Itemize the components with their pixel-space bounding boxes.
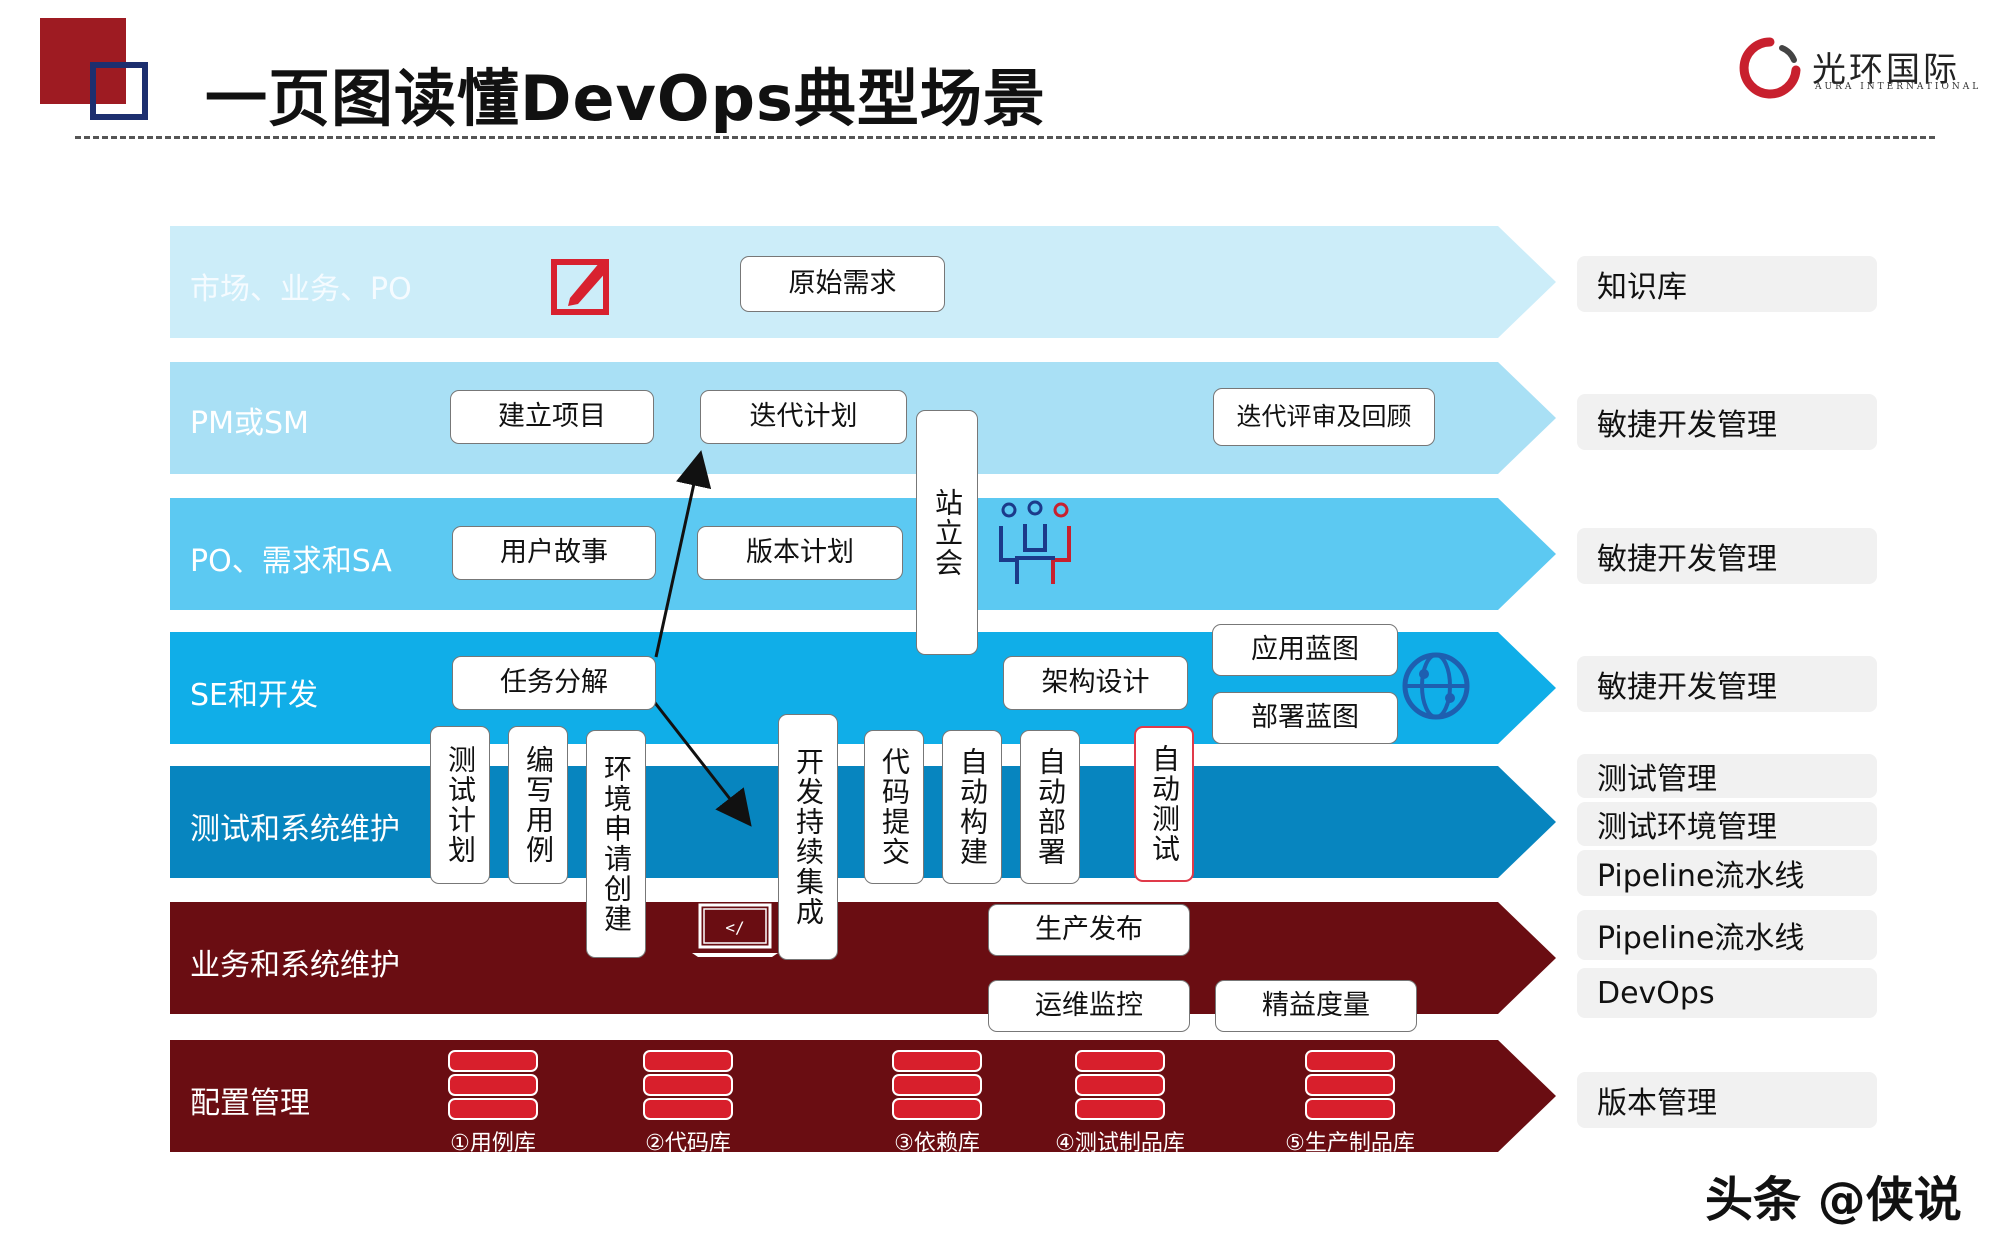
side-label-agile-1: 敏捷开发管理 (1577, 394, 1877, 450)
box-task-breakdown[interactable]: 任务分解 (452, 656, 656, 710)
box-iteration-review[interactable]: 迭代评审及回顾 (1213, 388, 1435, 446)
lane-label-biz: 业务和系统维护 (190, 948, 400, 983)
arrow-task-to-iteration (654, 450, 712, 658)
box-architecture-design[interactable]: 架构设计 (1003, 656, 1188, 710)
lane-band-5 (170, 902, 1556, 1014)
side-label-pipeline-1: Pipeline流水线 (1577, 850, 1877, 896)
laptop-code-icon: </ (692, 903, 778, 957)
box-raw-requirement[interactable]: 原始需求 (740, 256, 945, 312)
meeting-icon (999, 500, 1071, 584)
header-decoration-red (40, 18, 126, 104)
side-label-devops: DevOps (1577, 968, 1877, 1018)
database-icon (448, 1050, 538, 1120)
lane-label-se: SE和开发 (190, 678, 318, 713)
logo-ring-icon (1739, 37, 1801, 99)
repository-label: ①用例库 (450, 1131, 536, 1156)
side-label-pipeline-2: Pipeline流水线 (1577, 910, 1877, 960)
side-label-version-mgmt: 版本管理 (1577, 1072, 1877, 1128)
repository-3[interactable]: ④测试制品库 (1055, 1045, 1185, 1157)
box-ci[interactable]: 开发持续集成 (778, 714, 838, 960)
box-ops-monitor[interactable]: 运维监控 (988, 980, 1190, 1032)
header-divider (75, 136, 1935, 139)
box-auto-test[interactable]: 自动测试 (1134, 726, 1194, 882)
side-label-test-env: 测试环境管理 (1577, 802, 1877, 846)
repository-0[interactable]: ①用例库 (445, 1045, 541, 1157)
repository-label: ②代码库 (645, 1131, 731, 1156)
side-label-agile-2: 敏捷开发管理 (1577, 528, 1877, 584)
lane-label-test: 测试和系统维护 (190, 812, 400, 847)
box-test-plan[interactable]: 测试计划 (430, 726, 490, 884)
repository-label: ③依赖库 (894, 1131, 980, 1156)
box-deploy-blueprint[interactable]: 部署蓝图 (1212, 692, 1398, 744)
box-auto-deploy[interactable]: 自动部署 (1020, 730, 1080, 884)
repository-label: ④测试制品库 (1055, 1131, 1185, 1156)
repository-2[interactable]: ③依赖库 (889, 1045, 985, 1157)
box-lean-metrics[interactable]: 精益度量 (1215, 980, 1417, 1032)
box-user-story[interactable]: 用户故事 (452, 526, 656, 580)
box-release-plan[interactable]: 版本计划 (697, 526, 903, 580)
database-icon (892, 1050, 982, 1120)
header-decoration-blue (90, 62, 148, 120)
svg-text:</: </ (725, 918, 744, 937)
side-label-knowledge-base: 知识库 (1577, 256, 1877, 312)
lane-label-market: 市场、业务、PO (190, 272, 412, 307)
box-standup[interactable]: 站立会 (916, 410, 978, 655)
box-auto-build[interactable]: 自动构建 (942, 730, 1002, 884)
side-label-test-mgmt: 测试管理 (1577, 754, 1877, 798)
box-app-blueprint[interactable]: 应用蓝图 (1212, 624, 1398, 676)
box-prod-release[interactable]: 生产发布 (988, 904, 1190, 956)
globe-icon (1402, 652, 1470, 720)
edit-icon (551, 259, 609, 315)
logo-subtitle: AURA INTERNATIONAL (1815, 82, 1982, 92)
box-code-commit[interactable]: 代码提交 (864, 730, 924, 884)
arrow-task-to-test (643, 689, 752, 827)
database-icon (1075, 1050, 1165, 1120)
lane-label-pm: PM或SM (190, 406, 309, 441)
box-create-project[interactable]: 建立项目 (450, 390, 654, 444)
database-icon (643, 1050, 733, 1120)
repository-4[interactable]: ⑤生产制品库 (1285, 1045, 1415, 1157)
database-icon (1305, 1050, 1395, 1120)
logo-name: 光环国际 (1812, 50, 1960, 90)
lane-label-config: 配置管理 (190, 1086, 310, 1121)
watermark: 头条 @侠说 (1705, 1172, 1962, 1228)
lane-label-po: PO、需求和SA (190, 544, 392, 579)
repository-label: ⑤生产制品库 (1285, 1131, 1415, 1156)
box-iteration-plan[interactable]: 迭代计划 (700, 390, 907, 444)
repository-1[interactable]: ②代码库 (640, 1045, 736, 1157)
side-label-agile-3: 敏捷开发管理 (1577, 656, 1877, 712)
box-write-cases[interactable]: 编写用例 (508, 726, 568, 884)
page-title: 一页图读懂DevOps典型场景 (205, 62, 1046, 135)
box-env-request[interactable]: 环境申请创建 (586, 730, 646, 958)
